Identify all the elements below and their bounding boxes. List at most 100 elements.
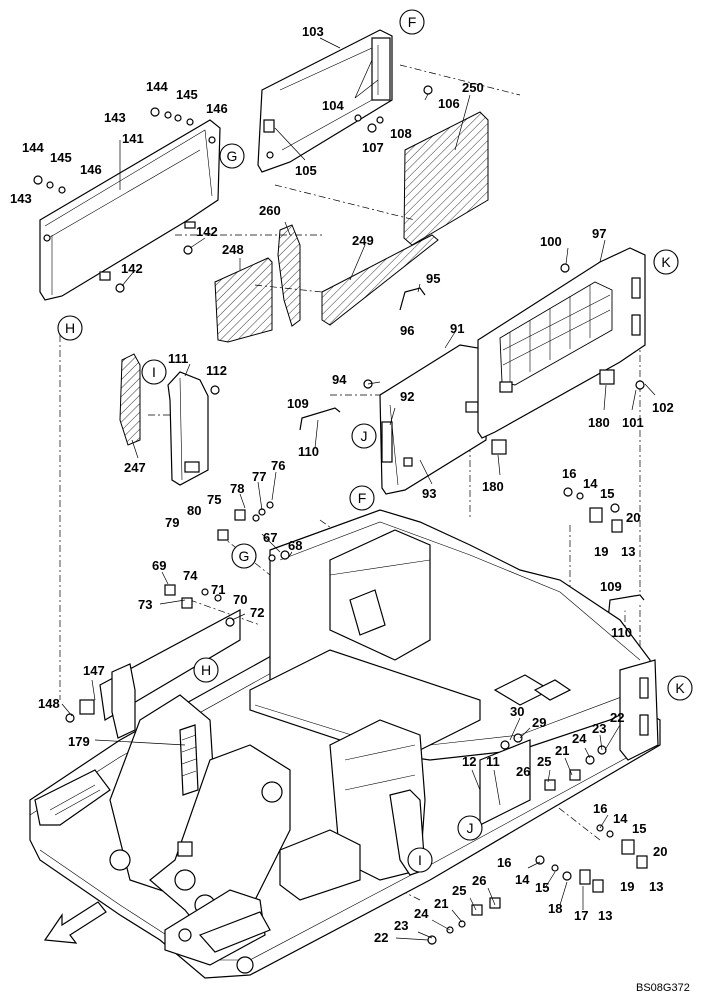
callout: 142 xyxy=(121,261,143,276)
callout: 143 xyxy=(10,191,32,206)
callout: 24 xyxy=(414,906,429,921)
callout: 248 xyxy=(222,242,244,257)
callout: 100 xyxy=(540,234,562,249)
callout: 21 xyxy=(434,896,448,911)
callout: 13 xyxy=(649,879,663,894)
bracket-111 xyxy=(167,371,209,486)
callout: 105 xyxy=(295,163,317,178)
callout: 142 xyxy=(196,224,218,239)
svg-text:K: K xyxy=(661,254,671,270)
callout: 92 xyxy=(400,389,414,404)
callout: 68 xyxy=(288,538,302,553)
callout: 95 xyxy=(426,271,440,286)
callout: 107 xyxy=(362,140,384,155)
reference-marker: K xyxy=(653,249,679,275)
callout: 110 xyxy=(298,444,319,459)
callout: 26 xyxy=(516,764,530,779)
callout: 79 xyxy=(165,515,179,530)
callout: 144 xyxy=(146,79,168,94)
callout: 17 xyxy=(574,908,588,923)
reference-marker: H xyxy=(57,315,83,341)
callout: 22 xyxy=(610,710,624,725)
callout: 13 xyxy=(598,908,612,923)
callout: 249 xyxy=(352,233,374,248)
callout: 26 xyxy=(472,873,486,888)
callout: 22 xyxy=(374,930,388,945)
callout: 101 xyxy=(622,415,644,430)
callout: 11 xyxy=(486,754,500,769)
middle-door-91 xyxy=(379,344,489,495)
reference-marker: K xyxy=(667,675,693,701)
svg-text:G: G xyxy=(239,548,250,564)
callout: 14 xyxy=(613,811,628,826)
callout: 78 xyxy=(230,481,244,496)
callout: 76 xyxy=(271,458,285,473)
callout: 102 xyxy=(652,400,674,415)
leader-lines xyxy=(61,37,656,941)
callout: 180 xyxy=(482,479,504,494)
side-cover-141 xyxy=(39,119,221,301)
reference-marker: G xyxy=(231,543,257,569)
main-frame xyxy=(29,509,661,979)
callout: 94 xyxy=(332,372,347,387)
svg-text:I: I xyxy=(152,364,156,380)
callout: 109 xyxy=(600,579,622,594)
callout: 146 xyxy=(80,162,102,177)
callout: 15 xyxy=(535,880,549,895)
callout: 23 xyxy=(394,918,408,933)
reference-marker: I xyxy=(141,359,167,385)
callout: 148 xyxy=(38,696,60,711)
callout: 80 xyxy=(187,503,201,518)
callout: 25 xyxy=(452,883,466,898)
svg-text:H: H xyxy=(201,662,211,678)
reference-marker: I xyxy=(407,847,433,873)
callout: 69 xyxy=(152,558,166,573)
reference-marker: G xyxy=(219,143,245,169)
callout: 179 xyxy=(68,734,90,749)
direction-arrow-icon xyxy=(43,901,107,944)
callout: 247 xyxy=(124,460,146,475)
callout: 29 xyxy=(532,715,546,730)
drawing-code: BS08G372 xyxy=(636,982,690,994)
callout: 260 xyxy=(259,203,281,218)
callout: 143 xyxy=(104,110,126,125)
side-cover-97 xyxy=(477,247,646,455)
callout: 109 xyxy=(287,396,309,411)
callout: 13 xyxy=(621,544,635,559)
reference-marker: F xyxy=(399,9,425,35)
callout: 250 xyxy=(462,80,484,95)
callout: 180 xyxy=(588,415,610,430)
svg-text:H: H xyxy=(65,320,75,336)
callout: 74 xyxy=(183,568,198,583)
svg-text:K: K xyxy=(675,680,685,696)
callout: 15 xyxy=(632,821,646,836)
callout: 23 xyxy=(592,721,606,736)
fasteners xyxy=(33,85,648,945)
callout: 104 xyxy=(322,98,344,113)
callout: 30 xyxy=(510,704,524,719)
callout: 15 xyxy=(600,486,614,501)
callout: 71 xyxy=(211,582,225,597)
callout-labels: 103 104 105 106 107 108 250 143 144 145 … xyxy=(10,24,674,945)
callout: 112 xyxy=(206,363,227,378)
callout: 19 xyxy=(594,544,608,559)
reference-marker: J xyxy=(351,423,377,449)
callout: 70 xyxy=(233,592,247,607)
callout: 18 xyxy=(548,901,562,916)
callout: 14 xyxy=(515,872,530,887)
callout: 141 xyxy=(122,131,144,146)
callout: 106 xyxy=(438,96,460,111)
svg-text:I: I xyxy=(418,852,422,868)
callout: 91 xyxy=(450,321,464,336)
svg-text:J: J xyxy=(361,428,368,444)
upper-door-103 xyxy=(257,29,393,173)
callout: 97 xyxy=(592,226,606,241)
callout: 14 xyxy=(583,476,598,491)
callout: 67 xyxy=(263,530,277,545)
svg-text:J: J xyxy=(467,820,474,836)
callout: 16 xyxy=(562,466,576,481)
reference-marker: H xyxy=(193,657,219,683)
callout: 108 xyxy=(390,126,412,141)
callout: 16 xyxy=(593,801,607,816)
